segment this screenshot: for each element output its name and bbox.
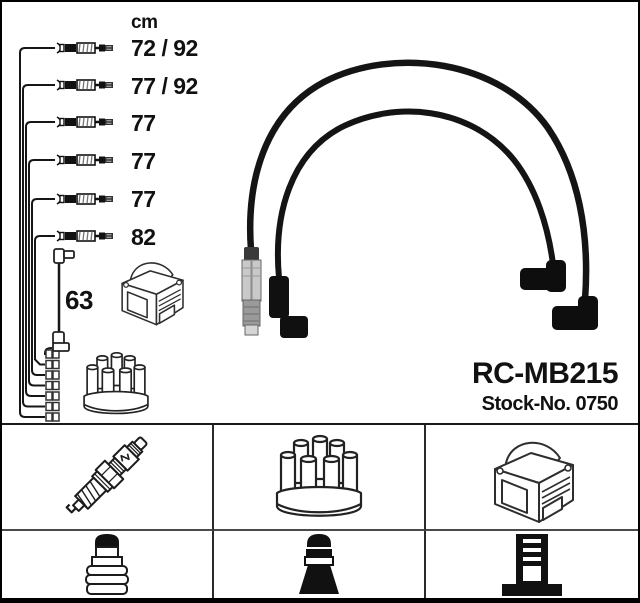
straight-metal-plug-connector bbox=[241, 247, 262, 336]
ignition-lead-icons bbox=[55, 41, 115, 243]
lead-length-value: 77 bbox=[131, 110, 156, 136]
ignition-coil-icon bbox=[121, 262, 184, 326]
spark-plug-boot-icon bbox=[299, 533, 339, 594]
lead-length-value: 77 bbox=[131, 148, 156, 174]
diagram-panel: cm 72 / 92 77 / 92 77 77 77 82 63 RC-MB2… bbox=[2, 2, 638, 423]
lead-length-value: 77 / 92 bbox=[131, 73, 198, 99]
part-number: RC-MB215 bbox=[471, 357, 619, 390]
distributor-cap-icon bbox=[275, 434, 363, 517]
lead-routing-lines bbox=[19, 47, 55, 418]
unit-header: cm bbox=[131, 12, 158, 33]
coil-lead-icon bbox=[52, 248, 75, 352]
distributor-cap-icon bbox=[83, 351, 149, 415]
angled-boot-connector-left bbox=[269, 276, 308, 338]
table-cell-plug-terminal bbox=[2, 531, 214, 598]
lead-length-value: 77 bbox=[131, 186, 156, 212]
stock-number: Stock-No. 0750 bbox=[481, 393, 619, 415]
wiring-schematic bbox=[19, 41, 598, 422]
table-cell-distributor-cap bbox=[214, 425, 426, 531]
angled-boot-connector-right-lower bbox=[552, 296, 598, 330]
lead-length-value: 82 bbox=[131, 224, 156, 250]
table-cell-coil-terminal bbox=[426, 531, 638, 598]
table-cell-spark-plug bbox=[2, 425, 214, 531]
coil-terminal-connector-icon bbox=[502, 533, 562, 596]
table-cell-spark-plug-boot bbox=[214, 531, 426, 598]
spark-plug-icon bbox=[65, 436, 148, 514]
angled-boot-connector-right-upper bbox=[520, 260, 566, 292]
ignition-coil-icon bbox=[494, 441, 574, 523]
ignition-cables-photo bbox=[241, 59, 598, 338]
components-table bbox=[2, 423, 638, 598]
lead-length-value: 72 / 92 bbox=[131, 35, 198, 61]
plug-terminal-connector-icon bbox=[85, 533, 129, 595]
terminal-stack-icon bbox=[45, 349, 60, 422]
coil-lead-length-value: 63 bbox=[65, 285, 93, 315]
table-cell-ignition-coil bbox=[426, 425, 638, 531]
